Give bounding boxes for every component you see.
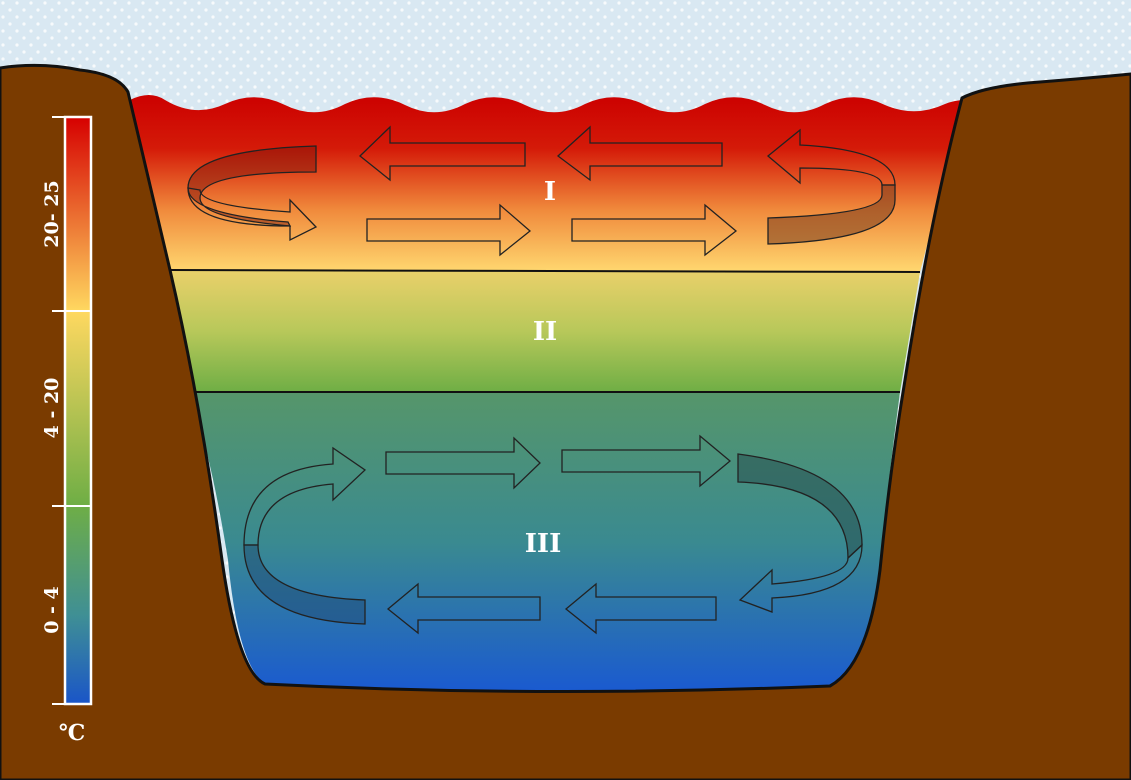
thermocline-top	[169, 269, 921, 273]
circulation-loop-icon	[243, 544, 366, 625]
arrow-right-icon	[366, 203, 532, 257]
circulation-loop-icon	[767, 184, 896, 245]
temperature-scale: 20- 25 4 - 20 0 - 4 ℃	[41, 115, 93, 746]
layer-label-3: III	[525, 529, 562, 559]
layer-epilimnion	[130, 95, 965, 272]
lower-circulation	[243, 434, 863, 635]
water-body	[130, 95, 965, 692]
layer-label-1: I	[544, 177, 556, 207]
arrow-left-icon	[359, 125, 526, 182]
upper-circulation	[187, 125, 896, 257]
scale-bar	[63, 115, 93, 706]
arrow-right-icon	[243, 446, 367, 546]
circulation-loop-icon	[187, 145, 317, 227]
scale-range-label: 4 - 20	[41, 378, 63, 439]
layer-label-2: II	[533, 317, 557, 347]
scale-range-label: 20- 25	[41, 180, 63, 247]
arrow-right-icon	[385, 436, 541, 490]
layer-metalimnion	[170, 270, 920, 392]
arrow-right-icon	[561, 434, 732, 488]
arrow-left-icon	[556, 125, 723, 182]
arrow-left-icon	[386, 582, 541, 635]
scale-range-label: 0 - 4	[41, 586, 63, 634]
arrow-right-icon	[571, 203, 738, 257]
arrow-left-icon	[564, 582, 717, 635]
arrow-left-icon	[738, 543, 863, 613]
scale-unit-label: ℃	[59, 720, 85, 746]
soil-ground	[0, 63, 1131, 780]
arrow-right-icon	[187, 187, 318, 242]
